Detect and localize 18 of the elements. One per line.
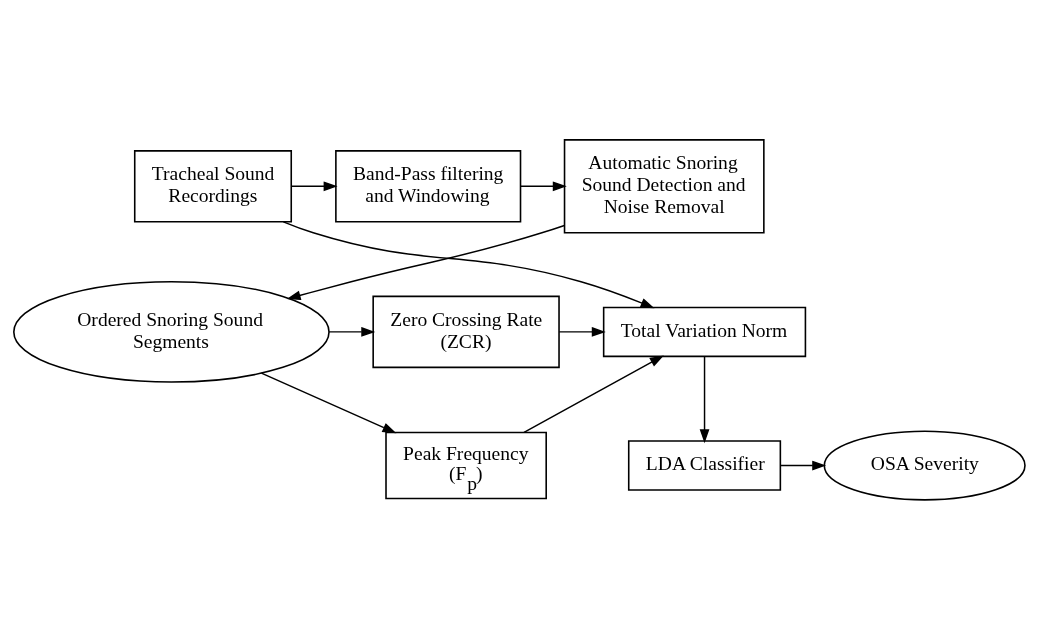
node-box: Band-Pass filtering and Windowing <box>335 149 522 223</box>
arrow <box>282 220 655 308</box>
arrow <box>328 326 376 337</box>
arrow <box>290 180 338 191</box>
arrow <box>286 224 566 300</box>
arrow <box>520 180 567 191</box>
node-box: Tracheal Sound Recordings <box>133 149 293 223</box>
node-box: Total Variation Norm <box>602 306 807 357</box>
arrow <box>558 326 606 337</box>
node-box: Zero Crossing Rate (ZCR) <box>372 295 560 368</box>
node-box: Automatic Snoring Sound Detection and Noise Removal <box>563 138 765 234</box>
node-ellipse: Ordered Snoring Sound Segments <box>13 280 330 383</box>
arrow <box>523 354 664 433</box>
node-box: LDA Classifier <box>627 439 782 491</box>
node-ellipse: OSA Severity <box>823 429 1026 501</box>
arrow <box>260 371 397 433</box>
arrow <box>699 355 710 443</box>
arrow <box>779 460 827 470</box>
